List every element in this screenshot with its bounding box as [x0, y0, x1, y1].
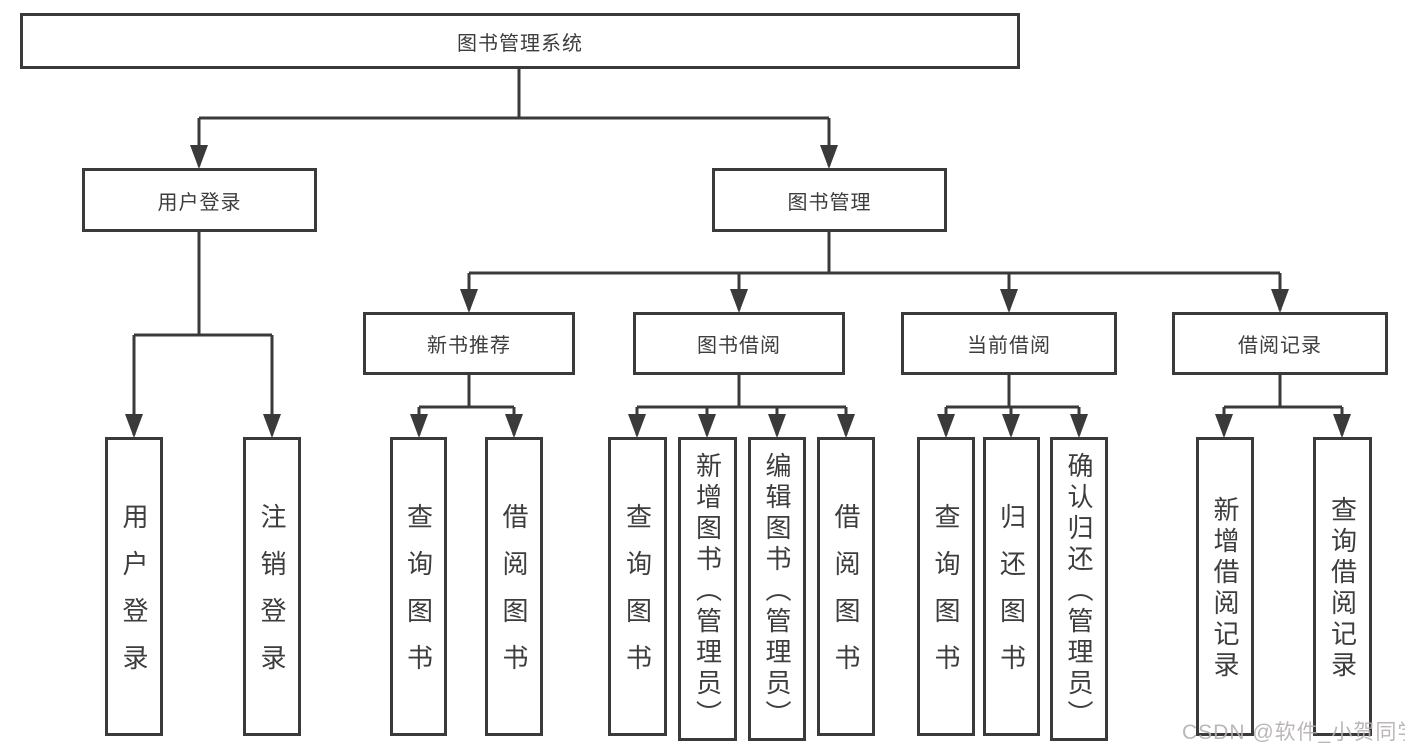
node-book-management: 图书管理: [712, 168, 947, 232]
leaf-return-books: 归还图书: [983, 437, 1040, 736]
leaf-confirm-return-admin-label: 确认归还（管理员）: [1064, 452, 1094, 731]
leaf-add-book-admin: 新增图书（管理员）: [678, 437, 737, 741]
leaf-query-books-recommend-label: 查询图书: [403, 503, 434, 691]
leaf-borrow-books-recommend-label: 借阅图书: [499, 503, 529, 691]
node-new-book-recommendation: 新书推荐: [363, 312, 575, 375]
csdn-watermark: CSDN @软件_小贺同学: [1182, 721, 1405, 744]
leaf-logout-label: 注销登录: [257, 503, 287, 691]
leaf-borrow-books-recommend: 借阅图书: [485, 437, 543, 736]
leaf-edit-book-admin-label: 编辑图书（管理员）: [762, 452, 792, 731]
node-user-login-label: 用户登录: [157, 191, 242, 214]
leaf-query-borrow-record: 查询借阅记录: [1313, 437, 1372, 736]
leaf-confirm-return-admin: 确认归还（管理员）: [1050, 437, 1108, 741]
node-book-management-label: 图书管理: [787, 191, 872, 214]
leaf-add-borrow-record-label: 新增借阅记录: [1210, 496, 1240, 682]
node-current-borrowing: 当前借阅: [901, 312, 1117, 375]
node-root-library-management-system: 图书管理系统: [20, 13, 1020, 69]
node-root-label: 图书管理系统: [457, 32, 583, 55]
leaf-edit-book-admin: 编辑图书（管理员）: [748, 437, 806, 741]
leaf-user-login: 用户登录: [105, 437, 163, 736]
leaf-query-books-recommend: 查询图书: [390, 437, 447, 736]
node-book-borrowing: 图书借阅: [633, 312, 845, 375]
leaf-query-borrow-record-label: 查询借阅记录: [1327, 496, 1358, 682]
leaf-query-books-borrowing-label: 查询图书: [622, 503, 653, 691]
node-book-borrowing-label: 图书借阅: [697, 335, 781, 357]
leaf-borrow-books-borrowing: 借阅图书: [817, 437, 875, 736]
leaf-query-books-current-label: 查询图书: [931, 503, 961, 691]
node-borrowing-records: 借阅记录: [1172, 312, 1388, 375]
node-new-book-recommendation-label: 新书推荐: [427, 335, 511, 357]
leaf-add-book-admin-label: 新增图书（管理员）: [692, 452, 723, 731]
leaf-borrow-books-borrowing-label: 借阅图书: [831, 503, 861, 691]
leaf-logout: 注销登录: [243, 437, 301, 736]
node-user-login: 用户登录: [82, 168, 317, 232]
leaf-user-login-label: 用户登录: [119, 503, 149, 691]
leaf-query-books-borrowing: 查询图书: [608, 437, 667, 736]
node-borrowing-records-label: 借阅记录: [1238, 335, 1322, 357]
leaf-return-books-label: 归还图书: [996, 503, 1027, 691]
node-current-borrowing-label: 当前借阅: [967, 335, 1051, 357]
leaf-add-borrow-record: 新增借阅记录: [1196, 437, 1254, 736]
leaf-query-books-current: 查询图书: [917, 437, 975, 736]
